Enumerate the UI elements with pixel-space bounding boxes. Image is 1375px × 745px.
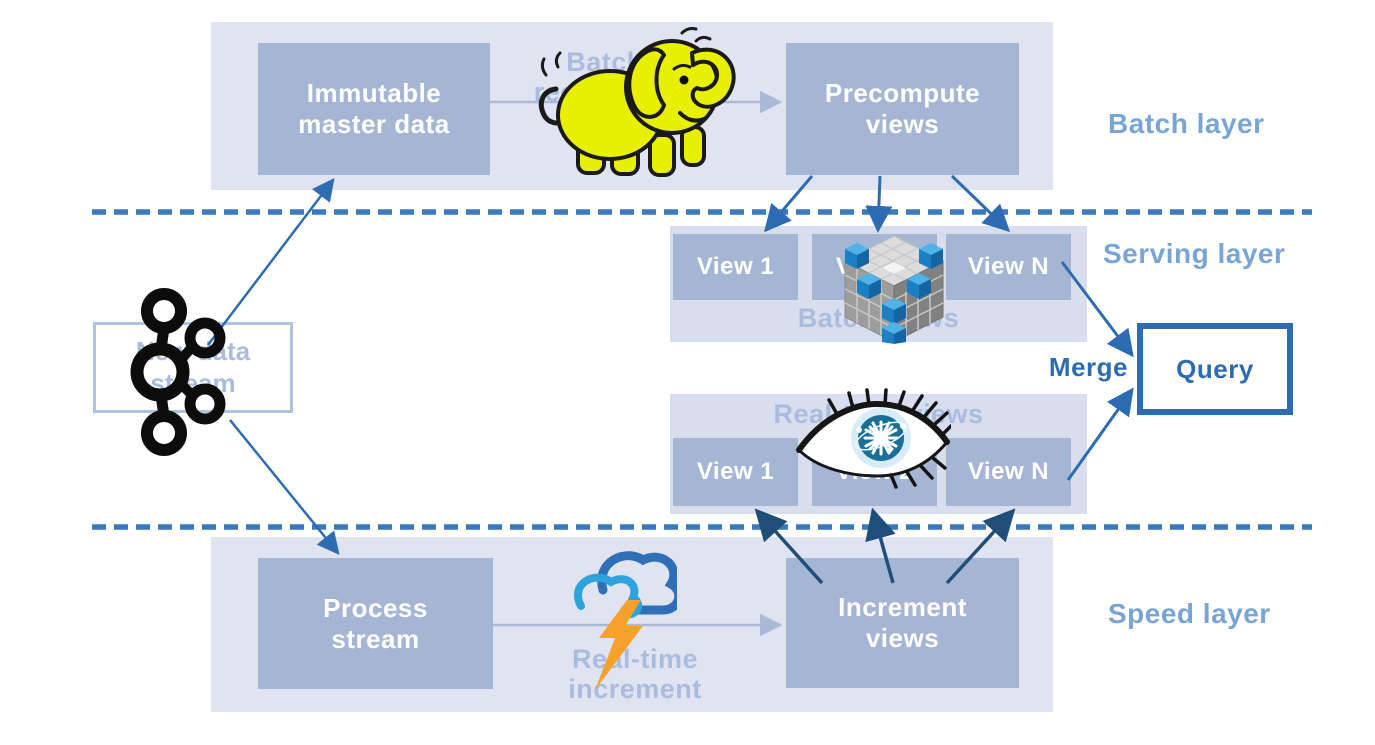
arrow-newdata-to-process — [229, 419, 340, 555]
realtime-increment-line-1: Real-time — [571, 644, 699, 674]
precompute-views-box: Precompute views — [786, 43, 1019, 175]
batch-view-1-box: View 1 — [673, 234, 798, 300]
serving-layer-label: Serving layer — [1103, 238, 1286, 269]
realtime-view-n-box: View N — [946, 438, 1071, 506]
immutable-line-1: Immutable — [306, 78, 442, 109]
kafka-icon — [122, 283, 244, 461]
increment-line-1: Increment — [838, 592, 967, 623]
cloud-lightning-icon — [545, 542, 684, 694]
process-line-1: Process — [323, 592, 428, 623]
cube-icon — [833, 230, 955, 344]
immutable-line-2: master data — [298, 109, 450, 139]
batch-view-1-label: View 1 — [696, 253, 775, 280]
increment-views-box: Increment views — [786, 558, 1019, 688]
speed-layer-label: Speed layer — [1108, 598, 1271, 629]
query-label: Query — [1176, 353, 1254, 384]
realtime-view-1-label: View 1 — [696, 458, 775, 485]
realtime-increment-line-2: increment — [568, 673, 702, 704]
batch-view-n-label: View N — [967, 253, 1050, 280]
batch-layer-label: Batch layer — [1108, 108, 1265, 139]
precompute-line-2: views — [865, 109, 940, 139]
eye-icon — [793, 388, 953, 492]
increment-line-2: views — [865, 623, 940, 653]
process-line-2: stream — [331, 623, 420, 654]
immutable-master-data-box: Immutable master data — [258, 43, 490, 175]
hadoop-elephant-icon — [532, 25, 744, 177]
query-box: Query — [1137, 323, 1293, 415]
batch-view-n-box: View N — [946, 234, 1071, 300]
precompute-line-1: Precompute — [824, 78, 981, 109]
process-stream-box: Process stream — [258, 558, 493, 689]
merge-label: Merge — [1048, 352, 1128, 382]
realtime-increment-caption: Real-time increment — [540, 644, 730, 704]
realtime-view-1-box: View 1 — [673, 438, 798, 506]
realtime-view-n-label: View N — [967, 458, 1050, 485]
